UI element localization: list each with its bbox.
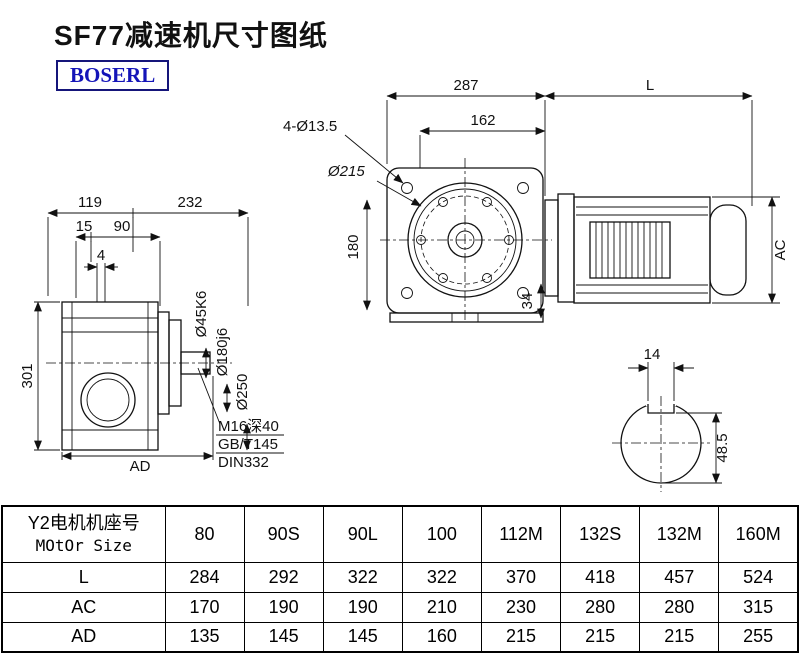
size-column-header: 90L [322,505,403,563]
front-view-drawing: 287 L 162 4-Ø13.5 Ø215 [283,77,789,323]
dim-value-cell: 215 [560,621,641,653]
dim-value-cell: 457 [639,561,720,593]
dim-value-cell: 370 [480,561,562,593]
dim-key-width: 14 [644,346,661,363]
size-column-header: 132S [560,505,641,563]
note-std: GB/T145 [218,436,278,453]
bolt-hole [401,182,413,194]
dim-value-cell: 215 [639,621,720,653]
table-row-AC: AC 170 190 190 210 230 280 280 315 [1,591,799,623]
table-header-row: Y2电机机座号 MOtOr Size 80 90S 90L 100 112M 1… [1,505,799,563]
motor-end-cap [709,204,747,296]
label-spigot-dia: Ø180j6 [214,328,231,376]
table-row-L: L 284 292 322 322 370 418 457 524 [1,561,799,593]
dim-value-cell: 292 [243,561,324,593]
header-cn-label: Y2电机机座号 [27,513,140,534]
dim-value-cell: 284 [164,561,245,593]
dim-90: 90 [114,218,131,235]
label-shaft-dia: Ø45K6 [193,291,210,338]
dim-180: 180 [345,234,362,259]
dim-232: 232 [177,194,202,211]
side-view-drawing: 119 232 15 90 4 301 AD Ø45K6 Ø180j6 Ø250 [19,194,284,475]
dim-value-cell: 145 [243,621,324,653]
note-tap: M16深40 [218,418,279,435]
size-column-header: 100 [401,505,483,563]
bolt-hole [517,287,529,299]
dim-value-cell: 280 [560,591,641,623]
dim-value-cell: 230 [480,591,562,623]
table-row-AD: AD 135 145 145 160 215 215 215 255 [1,621,799,653]
note-din: DIN332 [218,454,269,471]
bolt-hole [401,287,413,299]
dim-287: 287 [453,77,478,94]
dim-34: 34 [519,293,536,310]
keyway-slot [647,404,675,414]
motor-flange-plate [544,199,559,297]
dim-ac: AC [772,239,789,260]
dim-value-cell: 524 [718,561,799,593]
dim-4: 4 [97,247,105,264]
dim-key-height: 48.5 [714,433,731,462]
dim-162: 162 [470,112,495,129]
dim-15: 15 [76,218,93,235]
dim-value-cell: 145 [322,621,403,653]
size-column-header: 90S [243,505,324,563]
gearbox-body [61,301,159,451]
dim-value-cell: 255 [718,621,799,653]
dim-ad: AD [130,458,151,475]
dim-value-cell: 315 [718,591,799,623]
header-en-label: MOtOr Size [35,536,132,556]
motor-size-table: Y2电机机座号 MOtOr Size 80 90S 90L 100 112M 1… [1,505,799,653]
dim-value-cell: 170 [164,591,245,623]
housing-base [389,312,544,323]
page-title: SF77减速机尺寸图纸 [54,20,328,51]
label-pilot-dia: Ø215 [327,163,365,180]
dim-value-cell: 322 [401,561,483,593]
dim-value-cell: 160 [401,621,483,653]
dim-value-cell: 418 [560,561,641,593]
size-column-header: 160M [718,505,799,563]
dim-119: 119 [78,194,102,211]
bolt-hole [517,182,529,194]
motor-fin-block [589,221,671,279]
dim-value-cell: 215 [480,621,562,653]
technical-drawing: 119 232 15 90 4 301 AD Ø45K6 Ø180j6 Ø250 [19,77,789,492]
dim-value-cell: 190 [322,591,403,623]
size-column-header: 80 [164,505,245,563]
row-label: L [1,561,166,593]
dim-motor-length: L [646,77,654,94]
dim-value-cell: 135 [164,621,245,653]
output-shaft [180,351,211,375]
dim-value-cell: 210 [401,591,483,623]
dim-value-cell: 322 [322,561,403,593]
label-bolt-holes: 4-Ø13.5 [283,118,337,135]
row-label: AD [1,621,166,653]
dim-value-cell: 280 [639,591,720,623]
motor-body [573,196,711,304]
label-flange-dia: Ø250 [234,374,251,411]
input-bore-circle [80,372,136,428]
size-column-header: 132M [639,505,720,563]
shaft-section-drawing: 14 48.5 [612,346,731,492]
boserl-logo: BOSERL [56,60,170,91]
header-motor-size-cell: Y2电机机座号 MOtOr Size [1,505,166,563]
dim-301: 301 [19,363,36,388]
dim-value-cell: 190 [243,591,324,623]
row-label: AC [1,591,166,623]
size-column-header: 112M [480,505,562,563]
